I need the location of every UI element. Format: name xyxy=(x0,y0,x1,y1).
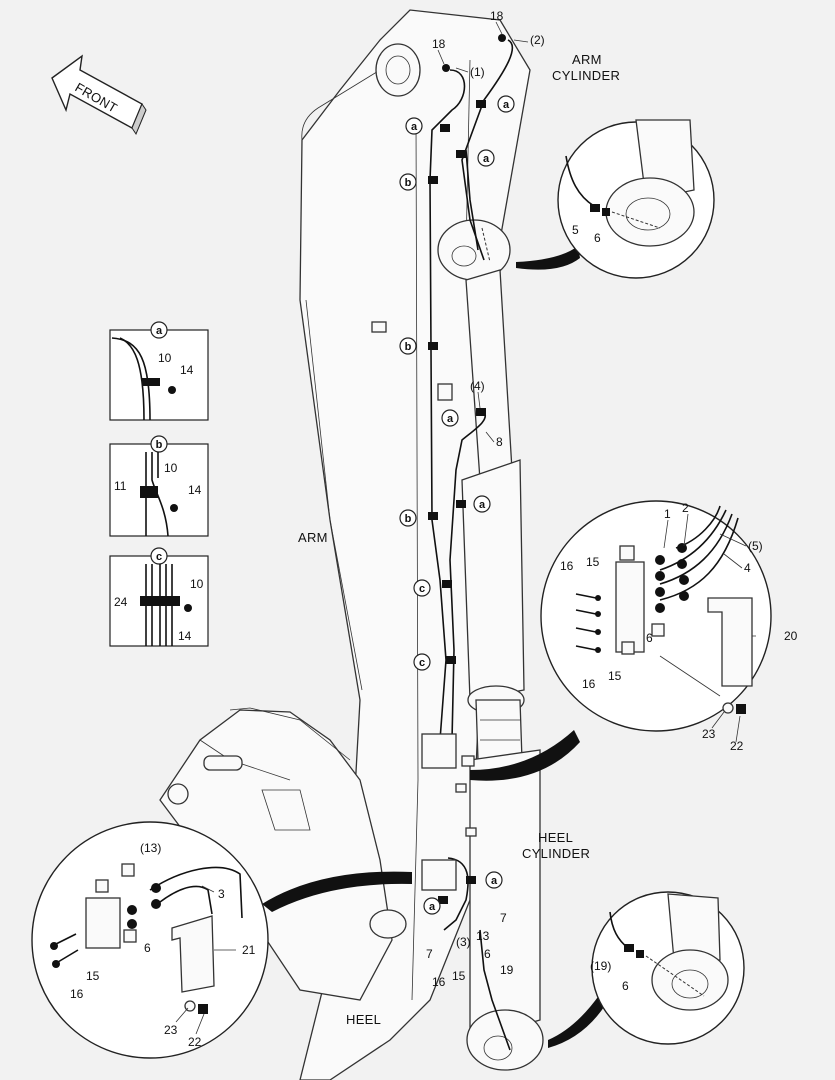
detail-heel-valve: (13) 3 6 21 15 16 23 22 xyxy=(31,821,412,1059)
inset-c-part-10: 10 xyxy=(190,577,204,591)
callout-(19): (19) xyxy=(590,959,611,973)
inset-a-part-10: 10 xyxy=(158,351,172,365)
letter-b-1: b xyxy=(405,177,412,189)
letter-a-6: a xyxy=(491,875,498,887)
callout-7-right: 7 xyxy=(500,911,507,925)
callout-4: 4 xyxy=(744,561,751,575)
inset-c: c 24 10 14 xyxy=(109,547,209,647)
letter-a-3: a xyxy=(483,153,490,165)
callout-22: 22 xyxy=(730,739,744,753)
callout-18-left: 18 xyxy=(432,37,446,51)
callout-8: 8 xyxy=(496,435,503,449)
letter-a-1: a xyxy=(503,99,510,111)
callout-13: 13 xyxy=(476,929,490,943)
callout-23b: 23 xyxy=(164,1023,178,1037)
callout-(1): (1) xyxy=(470,65,485,79)
letter-a-5: a xyxy=(479,499,486,511)
callout-16b: 16 xyxy=(582,677,596,691)
callout-6b: 6 xyxy=(646,631,653,645)
inset-a-letter: a xyxy=(156,325,163,337)
letter-a-7: a xyxy=(429,901,436,913)
letter-a-2: a xyxy=(411,121,418,133)
callout-6d: 6 xyxy=(622,979,629,993)
inset-b-part-10: 10 xyxy=(164,461,178,475)
arm-structure xyxy=(159,9,544,1080)
callout-(13): (13) xyxy=(140,841,161,855)
callout-(4): (4) xyxy=(470,379,485,393)
label-heel: HEEL xyxy=(346,1012,381,1027)
callout-16c: 16 xyxy=(70,987,84,1001)
letter-c-2: c xyxy=(419,657,425,669)
inset-c-letter: c xyxy=(156,551,162,563)
callout-22b: 22 xyxy=(188,1035,202,1049)
label-arm-cylinder-1: ARM xyxy=(572,52,602,67)
callout-18-right: 18 xyxy=(490,9,504,23)
inset-c-part-24: 24 xyxy=(114,595,128,609)
detail-arm-cylinder: 5 6 xyxy=(516,119,715,279)
inset-b: b 11 10 14 xyxy=(109,435,209,537)
callout-15c: 15 xyxy=(86,969,100,983)
callout-7-left: 7 xyxy=(426,947,433,961)
inset-c-part-14: 14 xyxy=(178,629,192,643)
letter-b-2: b xyxy=(405,341,412,353)
label-arm: ARM xyxy=(298,530,328,545)
letter-c-1: c xyxy=(419,583,425,595)
label-heel-cylinder-2: CYLINDER xyxy=(522,846,590,861)
callout-1: 1 xyxy=(664,507,671,521)
inset-b-part-14: 14 xyxy=(188,483,202,497)
hose-routing xyxy=(421,34,514,1051)
callout-(2): (2) xyxy=(530,33,545,47)
callout-16: 16 xyxy=(432,975,446,989)
callout-6: 6 xyxy=(594,231,601,245)
inset-a-part-14: 14 xyxy=(180,363,194,377)
inset-b-letter: b xyxy=(156,439,163,451)
label-arm-cylinder-2: CYLINDER xyxy=(552,68,620,83)
callout-2: 2 xyxy=(682,501,689,515)
main-callouts: 18 18 (1) (2) (4) 8 7 13 (3) 6 7 15 16 1… xyxy=(426,9,545,989)
detail-valve-block: 1 2 (5) 4 15 16 6 20 16 15 23 22 xyxy=(470,500,798,781)
callout-3a: 3 xyxy=(218,887,225,901)
callout-23: 23 xyxy=(702,727,716,741)
callout-(5): (5) xyxy=(748,539,763,553)
callout-(3): (3) xyxy=(456,935,471,949)
detail-heel-cylinder: (19) 6 xyxy=(548,891,745,1048)
callout-15a: 15 xyxy=(586,555,600,569)
letter-b-3: b xyxy=(405,513,412,525)
callout-20: 20 xyxy=(784,629,798,643)
circled-letters: a a a b b a a b c c a a xyxy=(399,95,515,915)
callout-5: 5 xyxy=(572,223,579,237)
callout-21: 21 xyxy=(242,943,256,957)
label-heel-cylinder-1: HEEL xyxy=(538,830,573,845)
inset-a: a 10 14 xyxy=(109,321,209,421)
callout-19: 19 xyxy=(500,963,514,977)
callout-15: 15 xyxy=(452,969,466,983)
region-labels: ARM CYLINDER ARM HEEL CYLINDER HEEL xyxy=(298,52,620,1027)
callout-6-right: 6 xyxy=(484,947,491,961)
callout-16a: 16 xyxy=(560,559,574,573)
callout-15b: 15 xyxy=(608,669,622,683)
inset-b-part-11: 11 xyxy=(114,479,127,493)
letter-a-4: a xyxy=(447,413,454,425)
front-arrow: FRONT xyxy=(51,54,147,136)
callout-6c: 6 xyxy=(144,941,151,955)
